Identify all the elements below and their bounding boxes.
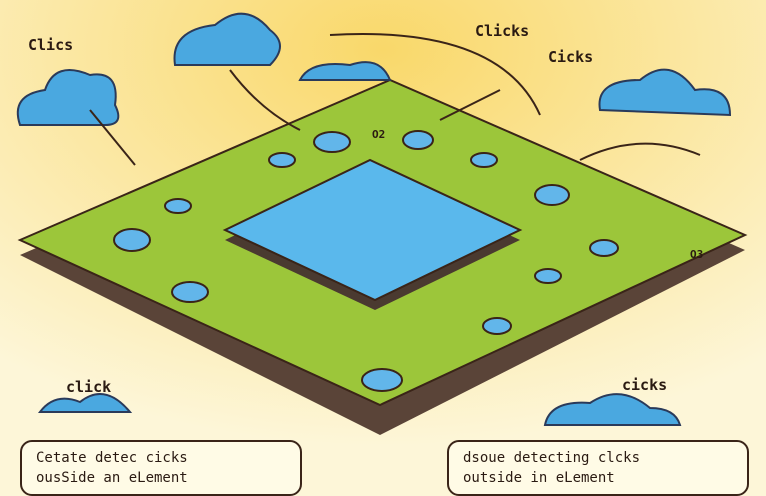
buttons — [113, 130, 619, 392]
label-clicks: Clicks — [475, 22, 530, 40]
label-clics: Clics — [28, 36, 74, 54]
caption-bubble-left: Cetate detec cicks ousSide an eLement — [20, 440, 302, 496]
caption-line: ousSide an eLement — [36, 470, 188, 486]
caption-bubble-right: dsoue detecting clcks outside in eLement — [447, 440, 749, 496]
clouds — [16, 12, 732, 426]
caption-line: dsoue detecting clcks — [463, 450, 641, 466]
caption-line: Cetate detec cicks — [36, 450, 188, 466]
label-cicks-bottom: cicks — [622, 376, 668, 394]
mark-o2: O2 — [372, 128, 386, 141]
arrows — [89, 33, 701, 166]
label-click: click — [66, 378, 112, 396]
caption-line: outside in eLement — [463, 470, 615, 486]
target-element — [222, 158, 523, 310]
mark-o3: O3 — [690, 248, 704, 261]
label-cicks-top: Cicks — [548, 48, 594, 66]
